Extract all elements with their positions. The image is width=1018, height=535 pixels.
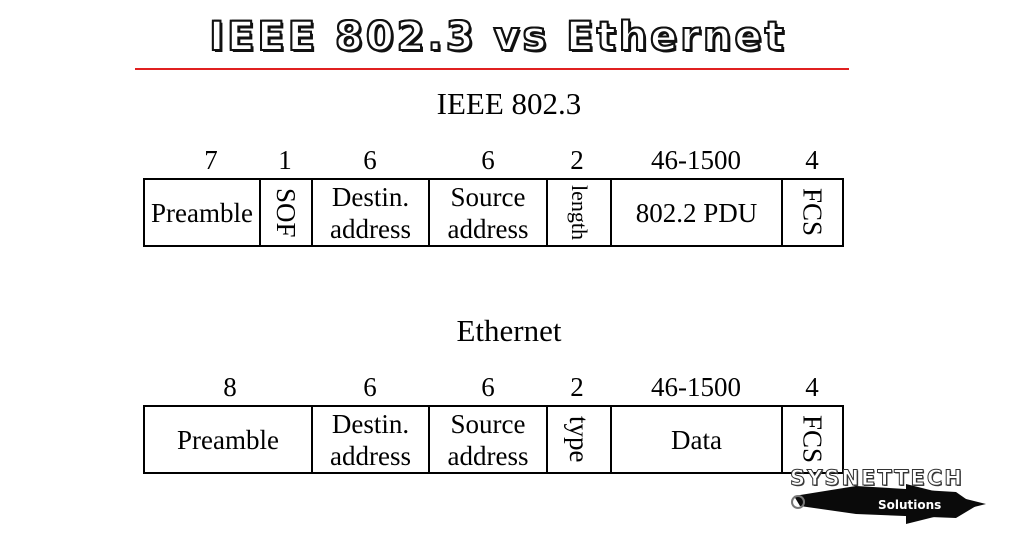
ieee-fcs-size: 4 [805, 145, 819, 175]
ieee-sof-size: 1 [278, 145, 292, 175]
ethernet-fcs-size: 4 [805, 372, 819, 402]
title-divider [135, 68, 849, 70]
field-label: FCS [797, 415, 828, 464]
field-label-line2: address [330, 213, 411, 244]
field-label: Preamble [151, 197, 253, 228]
watermark-brand: SYSNETTECH [790, 466, 964, 491]
ieee-sof-field: SOF [261, 180, 313, 245]
ethernet-frame-title: Ethernet [456, 313, 562, 348]
ethernet-type-field: type [548, 407, 612, 472]
field-label: 802.2 PDU [635, 197, 758, 228]
field-label: type [564, 416, 594, 463]
ieee-frame-title: IEEE 802.3 [436, 86, 582, 121]
field-label-line2: address [447, 440, 529, 471]
ethernet-destination-size: 6 [363, 372, 377, 402]
ieee-length-field: length [548, 180, 612, 245]
field-label: Preamble [177, 424, 279, 455]
ieee-destination-field: Destin. address [313, 180, 430, 245]
ieee-preamble-field: Preamble [145, 180, 261, 245]
ieee-length-size: 2 [570, 145, 584, 175]
field-label: SOF [271, 187, 301, 238]
field-label: Source [450, 181, 526, 212]
watermark-sub: Solutions [878, 498, 942, 512]
ieee-preamble-size: 7 [204, 145, 218, 175]
ethernet-preamble-size: 8 [223, 372, 237, 402]
field-label: length [567, 185, 592, 240]
ieee-pdu-field: 802.2 PDU [612, 180, 783, 245]
ieee-frame-diagram: Preamble SOF Destin. address Source addr… [143, 178, 844, 247]
field-label-line2: address [447, 213, 529, 244]
ethernet-fcs-field: FCS [783, 407, 842, 472]
ethernet-data-size: 46-1500 [651, 372, 741, 402]
ethernet-source-size: 6 [481, 372, 495, 402]
ethernet-destination-field: Destin. address [313, 407, 430, 472]
ieee-pdu-size: 46-1500 [651, 145, 741, 175]
field-label: Destin. [331, 408, 410, 439]
ieee-source-field: Source address [430, 180, 548, 245]
field-label: FCS [797, 188, 828, 237]
ethernet-source-field: Source address [430, 407, 548, 472]
ethernet-data-field: Data [612, 407, 783, 472]
ethernet-type-size: 2 [570, 372, 584, 402]
field-label: Destin. [331, 181, 410, 212]
sysnettech-watermark: SYSNETTECH Solutions [786, 462, 1016, 532]
field-label: Data [671, 424, 722, 455]
arrow-logo-icon [791, 484, 986, 524]
ethernet-preamble-field: Preamble [145, 407, 313, 472]
field-label: Source [450, 408, 526, 439]
page-title: IEEE 802.3 vs Ethernet [208, 13, 787, 61]
ieee-source-size: 6 [481, 145, 495, 175]
ethernet-frame-diagram: Preamble Destin. address Source address … [143, 405, 844, 474]
ieee-destination-size: 6 [363, 145, 377, 175]
ieee-fcs-field: FCS [783, 180, 842, 245]
field-label-line2: address [330, 440, 411, 471]
